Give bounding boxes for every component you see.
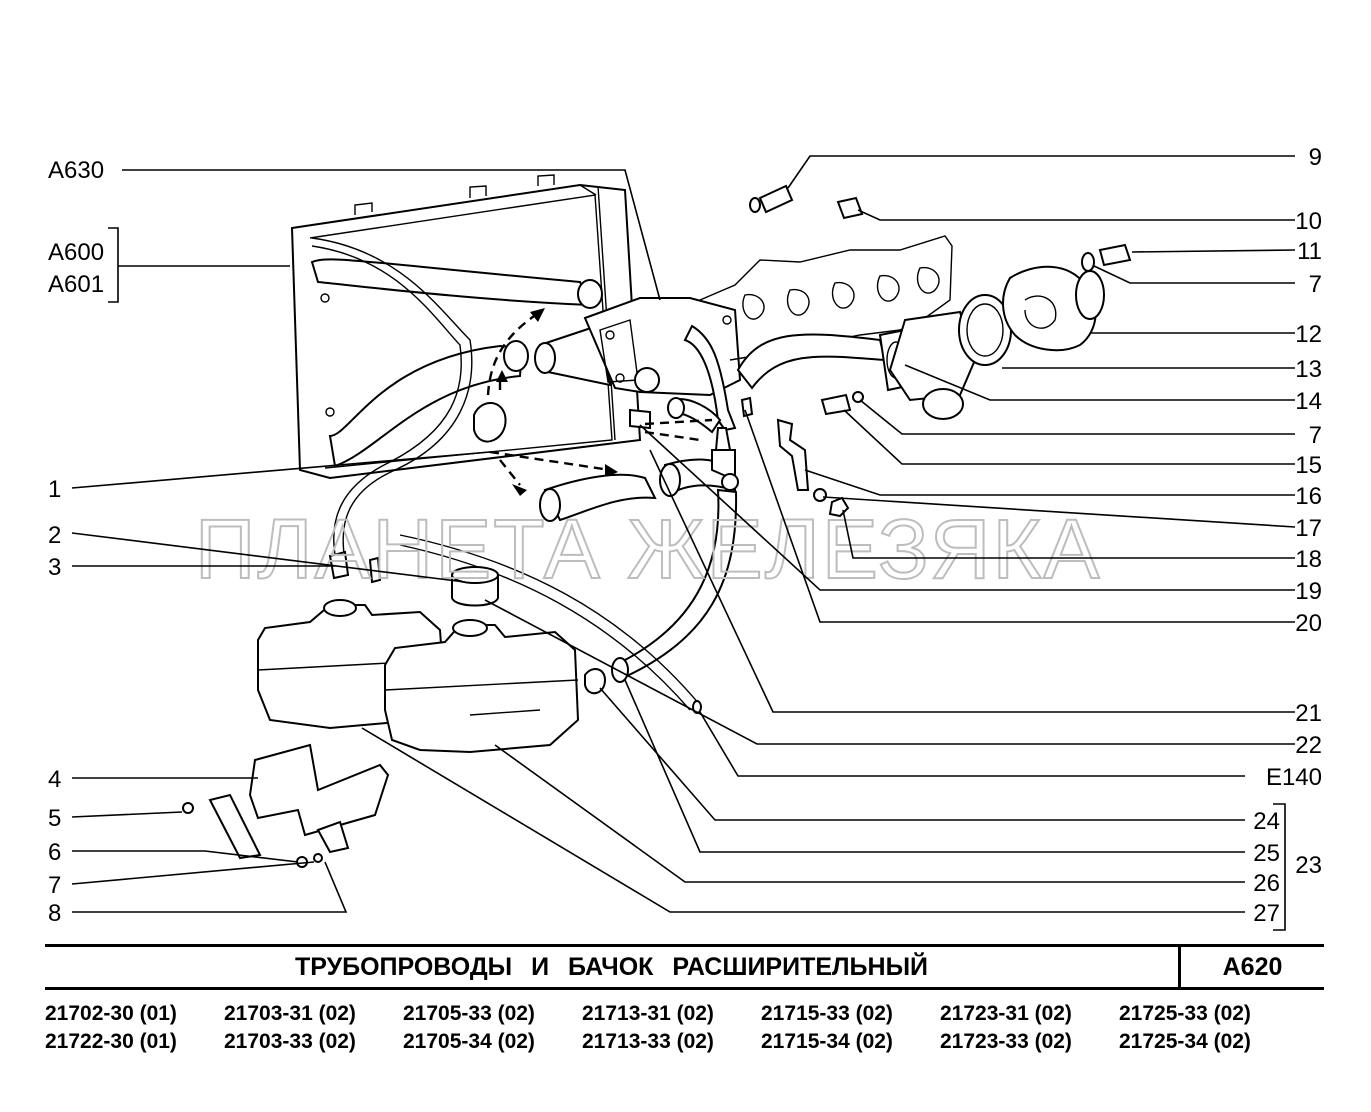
callout-10: 10 [1295, 208, 1322, 235]
callout-26: 26 [1253, 870, 1280, 897]
callout-e140: Е140 [1266, 764, 1322, 791]
callout-12: 12 [1295, 321, 1322, 348]
callout-2: 2 [48, 522, 61, 549]
callout-7-mid: 7 [1309, 422, 1322, 449]
callout-19: 19 [1295, 578, 1322, 605]
page-title: ТРУБОПРОВОДЫ И БАЧОК РАСШИРИТЕЛЬНЫЙ [294, 953, 929, 981]
callout-a601: А601 [48, 271, 104, 298]
callout-17: 17 [1295, 515, 1322, 542]
model-code: 21705-33 (02) [403, 1002, 535, 1025]
callout-4: 4 [48, 766, 61, 793]
callout-7: 7 [48, 872, 61, 899]
callout-a630: А630 [48, 157, 104, 184]
parts-diagram: ПЛАНЕТА ЖЕЛЕЗЯКА [48, 144, 1322, 931]
model-code: 21703-33 (02) [224, 1030, 356, 1053]
overflow-hose-drawing [311, 237, 473, 561]
callout-13: 13 [1295, 356, 1322, 383]
callout-9: 9 [1309, 144, 1322, 171]
callout-5: 5 [48, 805, 61, 832]
callout-11: 11 [1297, 238, 1322, 265]
model-code: 21722-30 (01) [45, 1030, 177, 1053]
callout-15: 15 [1295, 452, 1322, 479]
tank-bracket-drawing [182, 743, 390, 868]
model-row: 21702-30 (01) 21703-31 (02) 21705-33 (02… [45, 1000, 1335, 1028]
callout-25: 25 [1253, 840, 1280, 867]
model-code: 21715-33 (02) [761, 1002, 893, 1025]
callout-20: 20 [1295, 610, 1322, 637]
reservoir-hoses-drawing [368, 473, 702, 714]
callout-a600: А600 [48, 239, 104, 266]
model-list: 21702-30 (01) 21703-31 (02) 21705-33 (02… [45, 1000, 1335, 1056]
model-row: 21722-30 (01) 21703-33 (02) 21705-34 (02… [45, 1028, 1335, 1056]
callout-1: 1 [48, 476, 61, 503]
title-bar: ТРУБОПРОВОДЫ И БАЧОК РАСШИРИТЕЛЬНЫЙ А620 [45, 944, 1324, 990]
callout-6: 6 [48, 839, 61, 866]
model-code: 21703-31 (02) [224, 1002, 356, 1025]
model-code: 21705-34 (02) [403, 1030, 535, 1053]
leader-lines-left [71, 169, 661, 913]
callout-7-top: 7 [1309, 271, 1322, 298]
model-code: 21725-34 (02) [1119, 1030, 1251, 1053]
model-code: 21715-34 (02) [761, 1030, 893, 1053]
assembly-arrows [486, 308, 713, 496]
expansion-tanks-drawing [257, 566, 580, 754]
callout-16: 16 [1295, 483, 1322, 510]
callout-24: 24 [1253, 808, 1280, 835]
model-code: 21702-30 (01) [45, 1002, 177, 1025]
thermostat-housing-drawing [534, 297, 742, 397]
model-code: 21713-33 (02) [582, 1030, 714, 1053]
callout-23: 23 [1295, 852, 1322, 879]
callout-18: 18 [1295, 546, 1322, 573]
callout-27: 27 [1253, 900, 1280, 927]
callout-8: 8 [48, 900, 61, 927]
title-divider [1178, 947, 1181, 987]
callouts-right: 9 10 11 7 12 13 14 7 15 16 17 18 19 20 2… [1253, 144, 1322, 927]
callout-22: 22 [1295, 732, 1322, 759]
catalog-code: А620 [1222, 953, 1283, 981]
callout-14: 14 [1295, 388, 1322, 415]
model-code: 21725-33 (02) [1119, 1002, 1251, 1025]
model-code: 21713-31 (02) [582, 1002, 714, 1025]
model-code: 21723-33 (02) [940, 1030, 1072, 1053]
callouts-left: А630 А600 А601 1 2 3 4 5 6 7 8 [48, 157, 104, 927]
callout-21: 21 [1295, 700, 1322, 727]
callout-3: 3 [48, 554, 61, 581]
watermark: ПЛАНЕТА ЖЕЛЕЗЯКА [195, 502, 1101, 596]
water-pump-drawing [888, 265, 1105, 420]
model-code: 21723-31 (02) [940, 1002, 1072, 1025]
leader-lines-right [361, 155, 1296, 931]
